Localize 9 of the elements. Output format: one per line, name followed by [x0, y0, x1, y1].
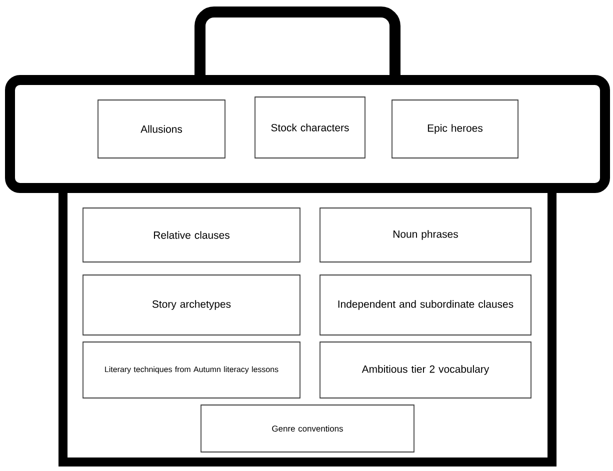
text-box: Genre conventions: [200, 404, 414, 452]
text-box: Allusions: [98, 100, 226, 158]
text-box: Epic heroes: [392, 100, 518, 158]
text-box: Stock characters: [254, 96, 366, 158]
text-box: Story archetypes: [82, 274, 300, 336]
text-box: Noun phrases: [320, 208, 532, 262]
text-box: Relative clauses: [82, 208, 300, 262]
text-box: Independent and subordinate clauses: [320, 274, 532, 336]
text-box: Ambitious tier 2 vocabulary: [320, 342, 532, 398]
